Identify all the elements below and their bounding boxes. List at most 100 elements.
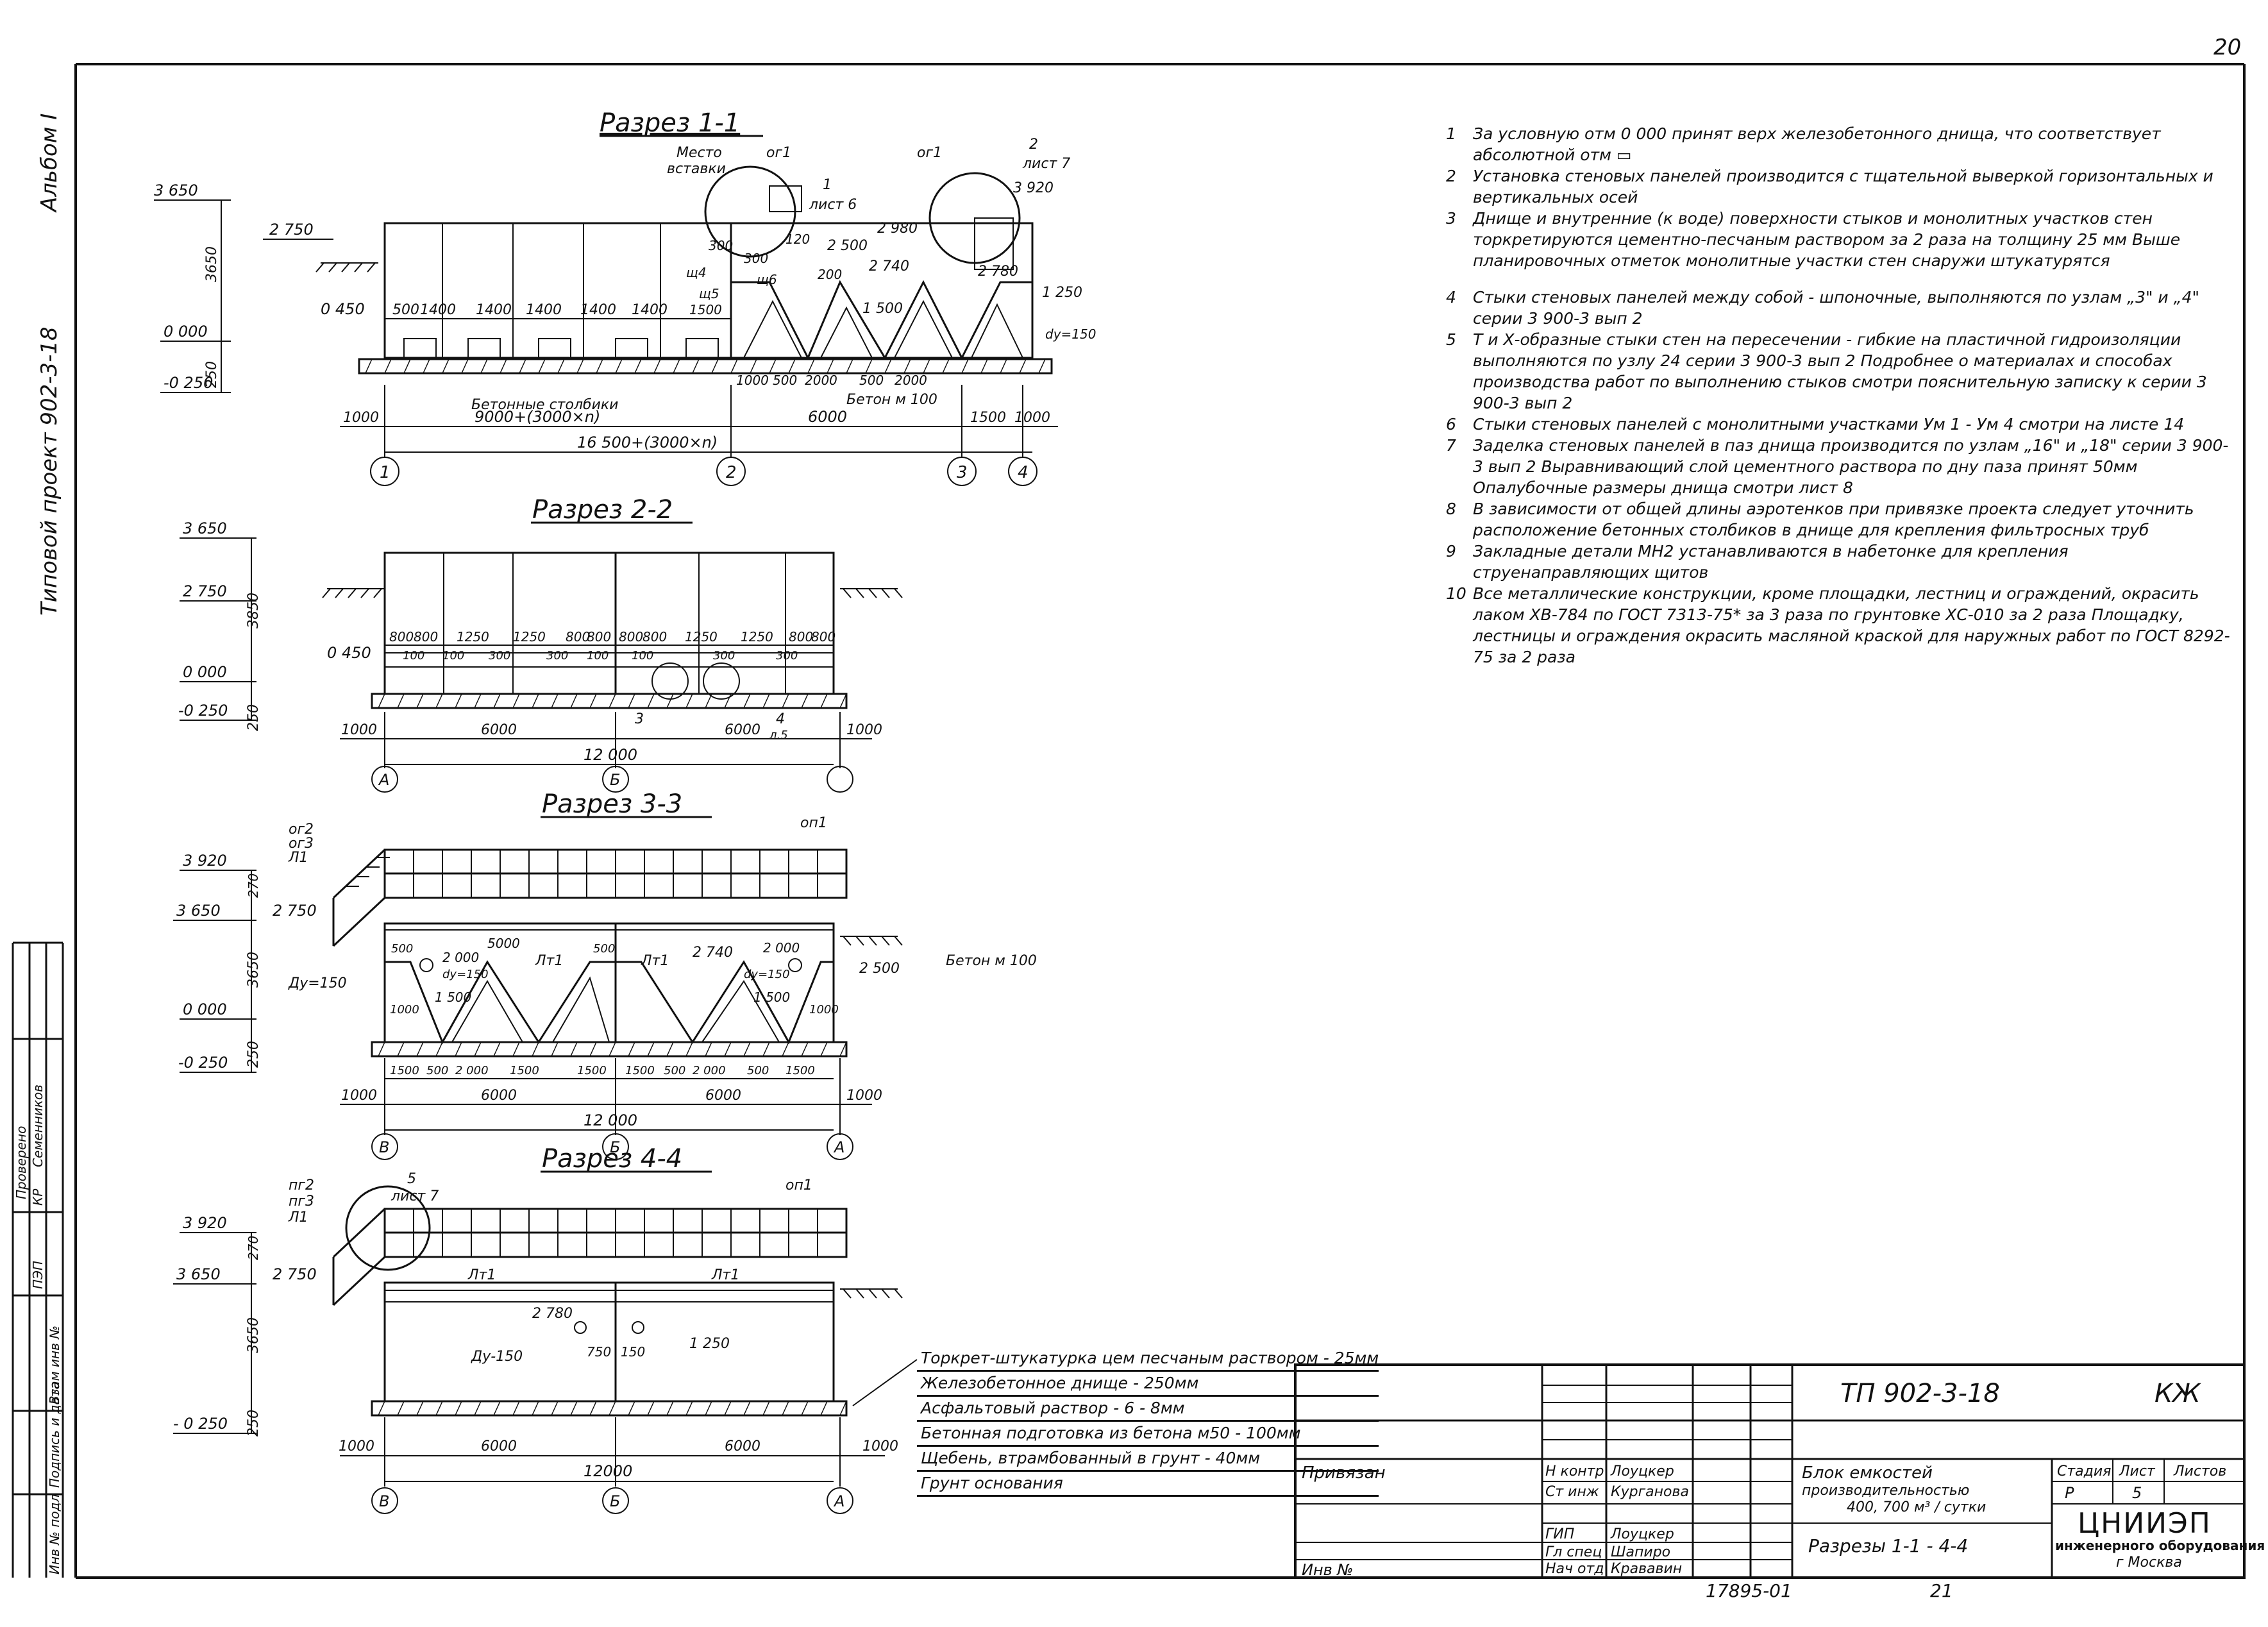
dim-750-44: 750 bbox=[587, 1344, 611, 1360]
label-lt1-44a: Лт1 bbox=[467, 1267, 496, 1283]
label-l1-44: Л1 bbox=[288, 1210, 308, 1226]
dim-800-e: 800 bbox=[619, 629, 643, 645]
tb-sheet-title: Разрезы 1-1 - 4-4 bbox=[1808, 1535, 1969, 1556]
dim-6000-44a: 6000 bbox=[481, 1438, 517, 1454]
label-op1-44: оп1 bbox=[785, 1177, 812, 1193]
dim-1500-a: 1500 bbox=[689, 302, 722, 317]
level-2740: 2 740 bbox=[869, 258, 909, 274]
level-2750: 2 750 bbox=[269, 221, 314, 239]
note-text: Установка стеновых панелей производится … bbox=[1473, 167, 2213, 207]
dim-1000-22b: 1000 bbox=[846, 722, 882, 738]
note-text: Днище и внутренние (к воде) поверхности … bbox=[1473, 209, 2181, 270]
dim-100-c: 100 bbox=[587, 649, 609, 662]
level-450-22: 0 450 bbox=[327, 644, 371, 662]
dim-250-44: 250 bbox=[246, 1410, 262, 1437]
tb-org-city: г Москва bbox=[2116, 1555, 2182, 1571]
callout-sheet-5: л.5 bbox=[769, 729, 788, 742]
dim-300-22d: 300 bbox=[776, 649, 798, 662]
label-vstavki: вставки bbox=[667, 161, 726, 177]
label-og3: ог3 bbox=[289, 836, 314, 852]
stamp-kr: КР bbox=[30, 1188, 46, 1206]
level-3650: 3 650 bbox=[154, 181, 198, 199]
dim-1400-d: 1400 bbox=[580, 302, 616, 318]
dim-12000-44: 12000 bbox=[584, 1462, 632, 1480]
level-2980: 2 980 bbox=[877, 221, 918, 237]
section-3-3-title: Разрез 3-3 bbox=[542, 789, 682, 819]
level-2500: 2 500 bbox=[827, 238, 868, 254]
layer-item: Бетонная подготовка из бетона м50 - 100м… bbox=[917, 1422, 1379, 1447]
dim-5000-33: 5000 bbox=[487, 936, 520, 951]
dim-1250-c: 1250 bbox=[685, 629, 718, 645]
axis-V-33: В bbox=[379, 1138, 389, 1156]
dim-1250-d: 1250 bbox=[741, 629, 773, 645]
level-3650-44: 3 650 bbox=[176, 1265, 221, 1283]
level-m250-22: -0 250 bbox=[178, 702, 228, 720]
note-number: 7 bbox=[1446, 436, 1456, 455]
callout-5-num: 5 bbox=[407, 1171, 416, 1187]
tb-stage-header: Стадия bbox=[2057, 1463, 2112, 1479]
level-1500-33b: 1 500 bbox=[753, 990, 790, 1005]
dim-1500-33a: 1500 bbox=[390, 1064, 419, 1077]
dim-1000-44b: 1000 bbox=[862, 1438, 898, 1454]
floor-layers-legend: Торкрет-штукатурка цем песчаным растворо… bbox=[917, 1347, 1379, 1497]
section-4-4: Разрез 4-4 5 лист 7 пг2 пг3 Л1 оп1 3 920… bbox=[173, 1144, 918, 1514]
project-label: Типовой проект 902-3-18 bbox=[37, 326, 62, 616]
layer-item: Железобетонное днище - 250мм bbox=[917, 1372, 1379, 1397]
level-450: 0 450 bbox=[321, 300, 365, 318]
tb-desc-3: 400, 700 м³ / сутки bbox=[1847, 1499, 1987, 1515]
label-pg3: пг3 bbox=[289, 1193, 314, 1210]
label-sch5: щ5 bbox=[699, 286, 719, 301]
section-3-3: Разрез 3-3 ог2 ог3 Л1 оп1 3 920 3 650 2 … bbox=[173, 789, 1037, 1160]
label-sch4: щ4 bbox=[686, 265, 707, 280]
label-beton-m100: Бетон м 100 bbox=[846, 392, 937, 408]
tb-stage-value: Р bbox=[2065, 1484, 2074, 1502]
callout-2-sheet: лист 7 bbox=[1022, 156, 1070, 172]
section-1-1-title: Разрез 1-1 bbox=[600, 108, 740, 138]
label-dy150-33c: dу=150 bbox=[744, 968, 790, 981]
dim-1000-33c: 1000 bbox=[341, 1088, 377, 1104]
dim-100-d: 100 bbox=[632, 649, 653, 662]
dim-1400-b: 1400 bbox=[476, 302, 512, 318]
level-2750-22: 2 750 bbox=[183, 582, 227, 600]
sheet-frame bbox=[74, 63, 2246, 1579]
axis-1: 1 bbox=[380, 463, 391, 482]
level-1250: 1 250 bbox=[1042, 285, 1082, 301]
layer-item: Торкрет-штукатурка цем песчаным растворо… bbox=[917, 1347, 1379, 1372]
dim-12000-33: 12 000 bbox=[584, 1111, 637, 1129]
dim-2000-33b: 2 000 bbox=[693, 1064, 726, 1077]
note-number: 2 bbox=[1446, 167, 1456, 185]
label-concrete-posts: Бетонные столбики bbox=[471, 397, 618, 413]
axis-4: 4 bbox=[1018, 463, 1029, 482]
dim-6000-33b: 6000 bbox=[705, 1088, 741, 1104]
section-4-4-title: Разрез 4-4 bbox=[542, 1144, 682, 1174]
level-2750-44: 2 750 bbox=[273, 1265, 317, 1283]
level-m250-33: -0 250 bbox=[178, 1054, 228, 1072]
label-og1-a: ог1 bbox=[766, 145, 791, 161]
label-l1-33: Л1 bbox=[288, 850, 308, 866]
section-2-2-title: Разрез 2-2 bbox=[532, 495, 673, 525]
note-number: 9 bbox=[1446, 542, 1456, 561]
label-beton-m100-33: Бетон м 100 bbox=[946, 953, 1037, 969]
level-2000-33b: 2 000 bbox=[763, 940, 800, 956]
dim-100-b: 100 bbox=[442, 649, 464, 662]
note-number: 5 bbox=[1446, 330, 1456, 349]
dim-500: 500 bbox=[392, 302, 419, 318]
dim-800-c: 800 bbox=[566, 629, 590, 645]
callout-1-sheet: лист 6 bbox=[809, 197, 857, 213]
label-dy150-33: Ду=150 bbox=[288, 975, 347, 991]
dim-100-a: 100 bbox=[403, 649, 424, 662]
dim-12000-22: 12 000 bbox=[584, 746, 637, 764]
callout-3: 3 bbox=[635, 711, 644, 727]
dim-span-1: 9000+(3000×n) bbox=[475, 408, 600, 426]
dim-3650-44: 3650 bbox=[246, 1317, 262, 1353]
note-item: 2 Установка стеновых панелей производится… bbox=[1446, 165, 2235, 208]
axis-A-22: А bbox=[378, 771, 389, 789]
axis-A-44: А bbox=[833, 1492, 844, 1510]
tb-org-line2: инженерного оборудования bbox=[2055, 1538, 2265, 1553]
layer-item: Грунт основания bbox=[917, 1472, 1379, 1497]
